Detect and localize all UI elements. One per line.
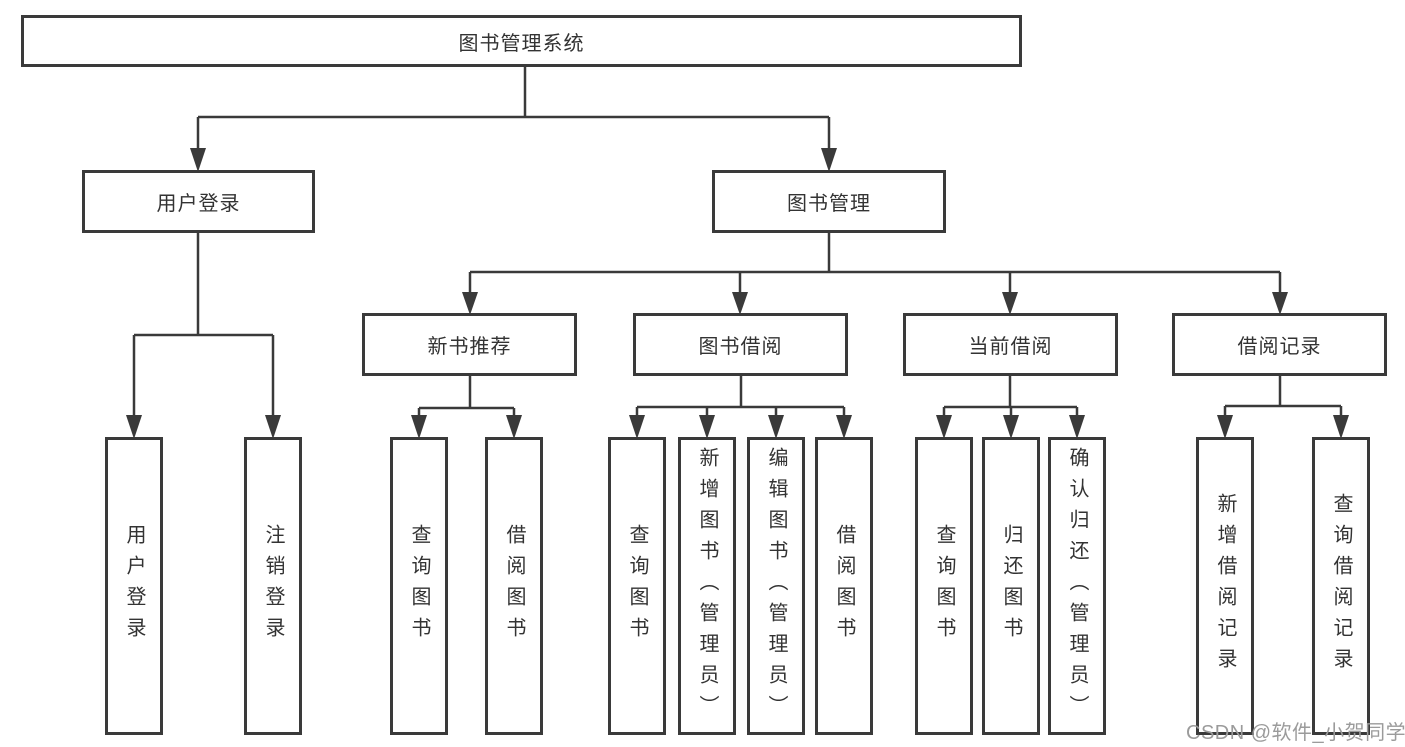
connector-book-borrowing (635, 375, 846, 416)
leaf-query-books-current: 查询图书 (915, 437, 973, 735)
leaf-borrow-books-borrowing: 借阅图书 (815, 437, 873, 735)
node-label: 编辑图书（管理员） (765, 446, 787, 726)
watermark-text: CSDN @软件_小贺同学 (1186, 722, 1405, 744)
node-label: 确认归还（管理员） (1066, 446, 1088, 726)
node-label: 借阅图书 (503, 524, 525, 648)
node-label: 新增图书（管理员） (696, 446, 718, 726)
leaf-add-borrow-record: 新增借阅记录 (1196, 437, 1254, 735)
leaf-borrow-books-recommend: 借阅图书 (485, 437, 543, 735)
csdn-watermark: CSDN @软件_小贺同学 (1186, 716, 1405, 745)
connector-root-trunk (196, 67, 831, 149)
node-label: 查询借阅记录 (1330, 493, 1352, 679)
node-label: 查询图书 (626, 524, 648, 648)
node-label: 用户登录 (156, 193, 241, 215)
connector-user-login (132, 233, 275, 416)
leaf-return-books: 归还图书 (982, 437, 1040, 735)
node-current-borrowing: 当前借阅 (903, 313, 1118, 376)
node-label: 新书推荐 (427, 336, 512, 358)
node-label: 当前借阅 (968, 336, 1053, 358)
node-label: 图书管理系统 (458, 32, 585, 55)
node-label: 图书借阅 (698, 336, 783, 358)
node-user-login: 用户登录 (82, 170, 315, 233)
leaf-query-books-borrowing: 查询图书 (608, 437, 666, 735)
node-book-borrowing: 图书借阅 (633, 313, 848, 376)
node-library-management-system: 图书管理系统 (21, 15, 1022, 67)
leaf-query-books-recommend: 查询图书 (390, 437, 448, 735)
connector-current-borrowing (942, 374, 1079, 416)
connector-borrowing-records (1223, 376, 1343, 416)
node-label: 新增借阅记录 (1214, 493, 1236, 679)
node-borrowing-records: 借阅记录 (1172, 313, 1387, 376)
connector-new-book-recommend (417, 375, 516, 416)
leaf-user-login: 用户登录 (105, 437, 163, 735)
node-label: 用户登录 (123, 524, 145, 648)
node-label: 查询图书 (933, 524, 955, 648)
node-label: 借阅记录 (1237, 336, 1322, 358)
node-label: 借阅图书 (833, 524, 855, 648)
node-label: 归还图书 (1000, 524, 1022, 648)
connector-book-management (468, 233, 1282, 293)
node-label: 注销登录 (262, 524, 284, 648)
node-new-book-recommend: 新书推荐 (362, 313, 577, 376)
leaf-edit-books-admin: 编辑图书（管理员） (747, 437, 805, 735)
leaf-add-books-admin: 新增图书（管理员） (678, 437, 736, 735)
node-label: 查询图书 (408, 524, 430, 648)
leaf-query-borrow-record: 查询借阅记录 (1312, 437, 1370, 735)
leaf-confirm-return-admin: 确认归还（管理员） (1048, 437, 1106, 735)
node-label: 图书管理 (787, 193, 871, 215)
leaf-logout: 注销登录 (244, 437, 302, 735)
node-book-management: 图书管理 (712, 170, 946, 233)
